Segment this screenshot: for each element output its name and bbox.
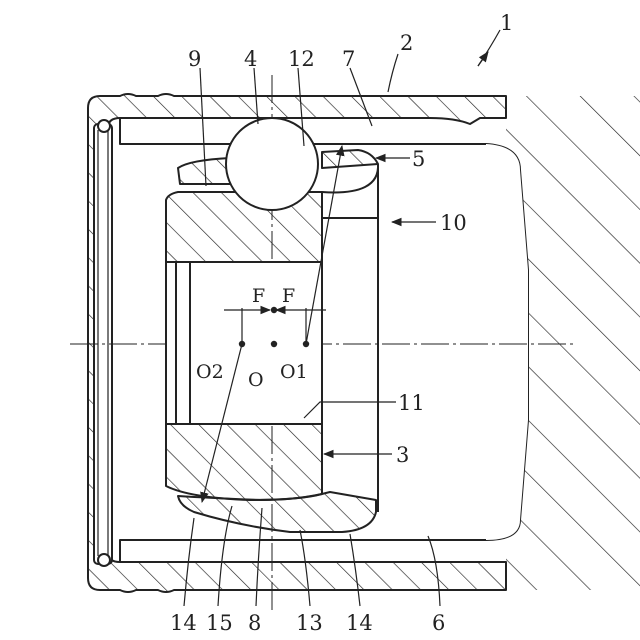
label-2: 2 — [400, 31, 413, 55]
label-11: 11 — [398, 391, 425, 415]
label-13: 13 — [296, 611, 323, 635]
label-10: 10 — [440, 211, 467, 235]
snap-ring — [94, 120, 112, 566]
inner-joint-member — [166, 164, 378, 512]
label-12: 12 — [288, 47, 315, 71]
label-3: 3 — [396, 443, 409, 467]
label-9: 9 — [188, 47, 201, 71]
ball — [226, 118, 318, 210]
point-o — [271, 341, 277, 347]
label-o1: O1 — [280, 361, 308, 383]
label-14-right: 14 — [346, 611, 373, 635]
label-8: 8 — [248, 611, 261, 635]
label-f-right: F — [282, 285, 295, 307]
label-f-left: F — [252, 285, 265, 307]
label-7: 7 — [342, 47, 355, 71]
point-f-mid — [271, 307, 277, 313]
label-1: 1 — [500, 11, 513, 35]
label-15: 15 — [206, 611, 233, 635]
label-o2: O2 — [196, 361, 224, 383]
label-o: O — [248, 369, 264, 391]
label-5: 5 — [412, 147, 425, 171]
label-6: 6 — [432, 611, 445, 635]
label-14-left: 14 — [170, 611, 197, 635]
label-4: 4 — [244, 47, 257, 71]
